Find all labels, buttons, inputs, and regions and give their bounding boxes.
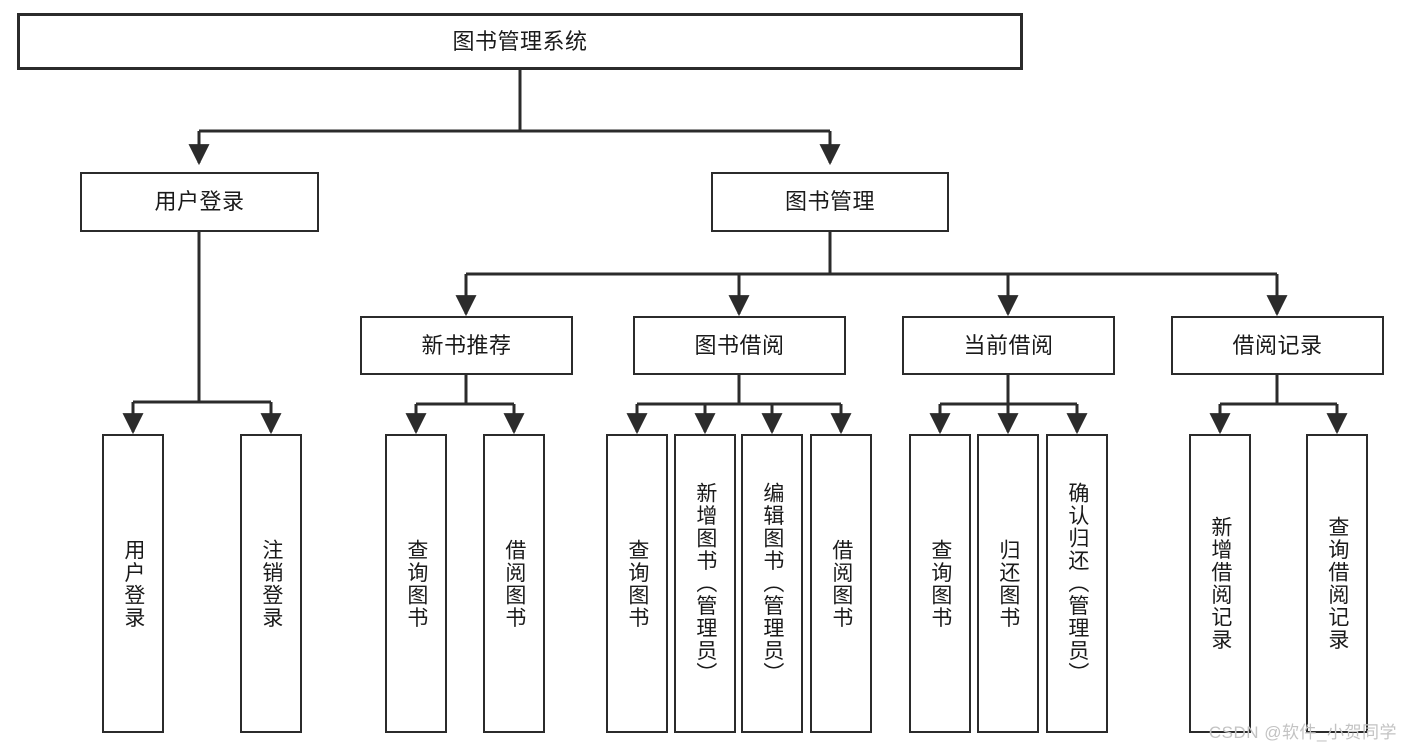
node-root[interactable]: 图书管理系统 [17,13,1023,70]
leaf-query-borrow-record-label: 查询借阅记录 [1325,516,1349,651]
leaf-return-book-label: 归还图书 [996,538,1020,629]
leaf-borrow-book-label: 借阅图书 [829,538,853,629]
leaf-query-book-current[interactable]: 查询图书 [909,434,971,733]
node-user-login[interactable]: 用户登录 [80,172,319,232]
leaf-query-book-borrow[interactable]: 查询图书 [606,434,668,733]
node-book-management-label: 图书管理 [784,189,875,215]
leaf-user-login-label: 用户登录 [121,538,145,629]
leaf-query-book-borrow-label: 查询图书 [625,538,649,629]
leaf-confirm-return-admin-label: 确认归还（管理员） [1065,482,1089,685]
leaf-query-book-recommend-label: 查询图书 [404,538,428,629]
node-new-book-recommend[interactable]: 新书推荐 [360,316,573,375]
leaf-borrow-book-recommend-label: 借阅图书 [502,538,526,629]
leaf-add-book-admin[interactable]: 新增图书（管理员） [674,434,736,733]
leaf-logout-label: 注销登录 [259,538,283,629]
leaf-add-borrow-record-label: 新增借阅记录 [1208,516,1232,651]
node-book-borrow-label: 图书借阅 [694,332,785,358]
leaf-add-book-admin-label: 新增图书（管理员） [693,482,717,685]
node-user-login-label: 用户登录 [154,189,245,215]
leaf-query-book-recommend[interactable]: 查询图书 [385,434,447,733]
leaf-borrow-book[interactable]: 借阅图书 [810,434,872,733]
node-new-book-recommend-label: 新书推荐 [421,332,512,358]
leaf-confirm-return-admin[interactable]: 确认归还（管理员） [1046,434,1108,733]
leaf-return-book[interactable]: 归还图书 [977,434,1039,733]
leaf-add-borrow-record[interactable]: 新增借阅记录 [1189,434,1251,733]
leaf-query-borrow-record[interactable]: 查询借阅记录 [1306,434,1368,733]
node-book-management[interactable]: 图书管理 [711,172,949,232]
node-current-borrow-label: 当前借阅 [963,332,1054,358]
leaf-borrow-book-recommend[interactable]: 借阅图书 [483,434,545,733]
node-current-borrow[interactable]: 当前借阅 [902,316,1115,375]
watermark: CSDN @软件_小贺同学 [1208,723,1397,742]
node-borrow-record[interactable]: 借阅记录 [1171,316,1384,375]
leaf-query-book-current-label: 查询图书 [928,538,952,629]
node-borrow-record-label: 借阅记录 [1232,332,1323,358]
node-book-borrow[interactable]: 图书借阅 [633,316,846,375]
leaf-edit-book-admin[interactable]: 编辑图书（管理员） [741,434,803,733]
leaf-user-login[interactable]: 用户登录 [102,434,164,733]
leaf-logout[interactable]: 注销登录 [240,434,302,733]
node-root-label: 图书管理系统 [452,28,588,54]
leaf-edit-book-admin-label: 编辑图书（管理员） [760,482,784,685]
